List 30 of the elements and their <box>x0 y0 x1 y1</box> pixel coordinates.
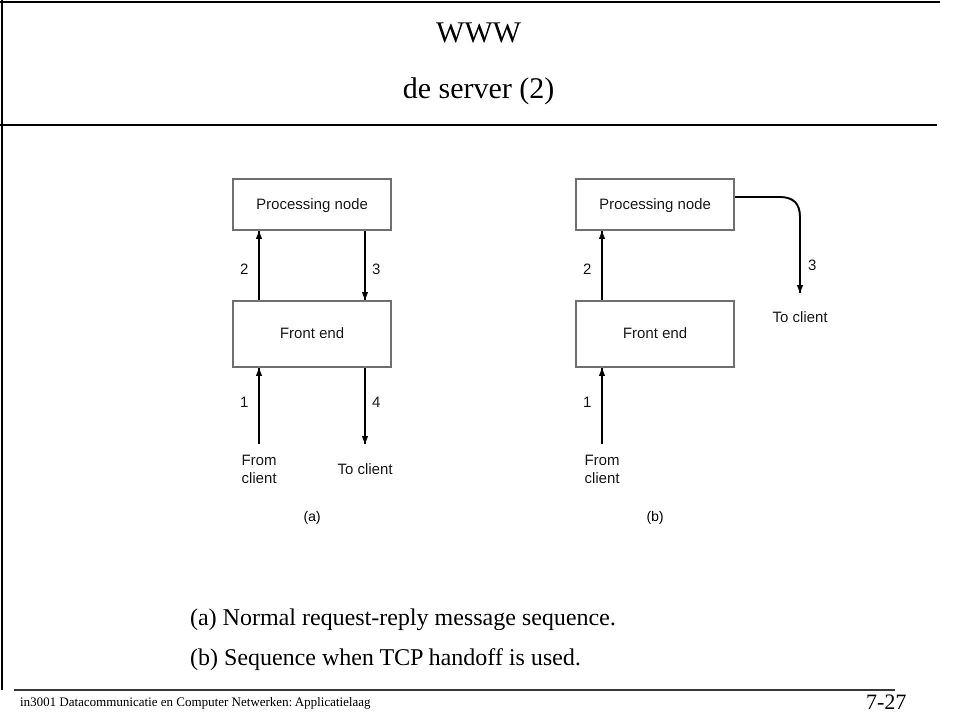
step-number: 1 <box>583 395 592 410</box>
process-box: Front end <box>232 300 392 368</box>
step-number: 2 <box>583 262 592 277</box>
panel-label: (b) <box>645 508 665 526</box>
arrow <box>598 368 606 444</box>
process-box: Front end <box>575 300 735 368</box>
endpoint-label: From client <box>570 444 634 496</box>
endpoint-label: To client <box>333 444 397 496</box>
page-number: 7-27 <box>866 688 906 716</box>
endpoint-label: To client <box>772 293 828 343</box>
slide-title: WWW <box>435 18 522 48</box>
process-box: Processing node <box>232 178 392 231</box>
footer-text: in3001 Datacommunicatie en Computer Netwerken: Applicatielaag <box>20 694 371 710</box>
process-box: Processing node <box>575 178 735 231</box>
caption-text: (b) Sequence when TCP handoff is used. <box>190 644 581 673</box>
endpoint-label: From client <box>227 444 291 496</box>
arrow <box>256 231 262 300</box>
step-number: 2 <box>240 262 248 277</box>
step-number: 3 <box>808 258 816 273</box>
slide-subtitle: de server (2) <box>402 71 556 107</box>
arrow <box>735 196 804 293</box>
panel-label: (a) <box>302 508 322 526</box>
step-number: 3 <box>372 262 380 277</box>
step-number: 1 <box>240 395 248 410</box>
caption-text: (a) Normal request-reply message sequence. <box>190 604 616 633</box>
step-number: 4 <box>372 395 380 410</box>
arrow <box>598 231 606 300</box>
arrow <box>362 231 368 300</box>
arrow <box>256 368 262 444</box>
arrow <box>362 368 368 444</box>
